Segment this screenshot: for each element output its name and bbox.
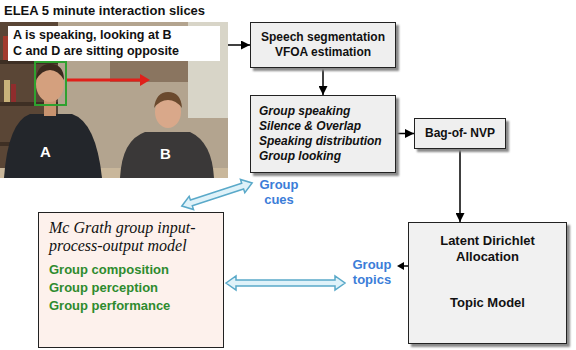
- person-hair: [36, 64, 64, 80]
- flow-arrow: [228, 44, 250, 46]
- box-text: Bag-of- NVP: [425, 126, 495, 141]
- model-item: Group perception: [49, 279, 213, 297]
- model-item: Group composition: [49, 261, 213, 279]
- overlay-text: C and D are sitting opposite: [13, 44, 215, 60]
- cue-item: Silence & Overlap: [259, 119, 387, 134]
- face-box: [35, 62, 66, 105]
- caption-overlay: A is speaking, looking at BC and D are s…: [8, 26, 220, 61]
- person-label: B: [160, 146, 171, 161]
- process-box: Group speakingSilence & OverlapSpeaking …: [250, 95, 396, 173]
- double-arrow-shape: [180, 176, 255, 212]
- flow-arrow: [396, 133, 414, 135]
- flow-arrow: [322, 68, 324, 95]
- person-body: [4, 114, 102, 178]
- person-body: [120, 132, 214, 178]
- person-label: A: [40, 144, 51, 159]
- overlay-text: A is speaking, looking at B: [13, 28, 215, 44]
- wall: [0, 22, 228, 178]
- flow-arrow: [459, 149, 461, 222]
- diagram-title: ELEA 5 minute interaction slices: [4, 3, 205, 18]
- double-arrow: [180, 176, 255, 212]
- cue-item: Speaking distribution: [259, 134, 387, 149]
- box-text: Speech segmentation VFOA estimation: [257, 30, 389, 60]
- book: [11, 84, 16, 102]
- cue-label: Group cues: [254, 178, 304, 208]
- video-frame: A B A is speaking, looking at BC and D are…: [0, 22, 228, 178]
- theory-box: Mc Grath group input-process-output mode…: [38, 212, 224, 348]
- process-box: Speech segmentation VFOA estimation: [250, 22, 396, 68]
- double-arrow-shape: [226, 276, 345, 290]
- cue-label: Group topics: [346, 258, 398, 288]
- pointer-head: [397, 262, 404, 270]
- box-title: Mc Grath group input-process-output mode…: [49, 219, 213, 255]
- model-box: Latent Dirichlet AllocationTopic Model: [408, 222, 567, 344]
- box-title: Latent Dirichlet Allocation: [417, 233, 558, 266]
- book: [4, 80, 10, 102]
- double-arrow: [226, 276, 345, 290]
- process-box: Bag-of- NVP: [414, 118, 506, 149]
- model-item: Group performance: [49, 297, 213, 315]
- cue-item: Group looking: [259, 149, 387, 164]
- cue-item: Group speaking: [259, 104, 387, 119]
- gaze-arrow-head: [140, 74, 150, 86]
- box-text: Topic Model: [417, 295, 558, 311]
- person-hair: [154, 92, 182, 108]
- gaze-arrow: [67, 79, 142, 82]
